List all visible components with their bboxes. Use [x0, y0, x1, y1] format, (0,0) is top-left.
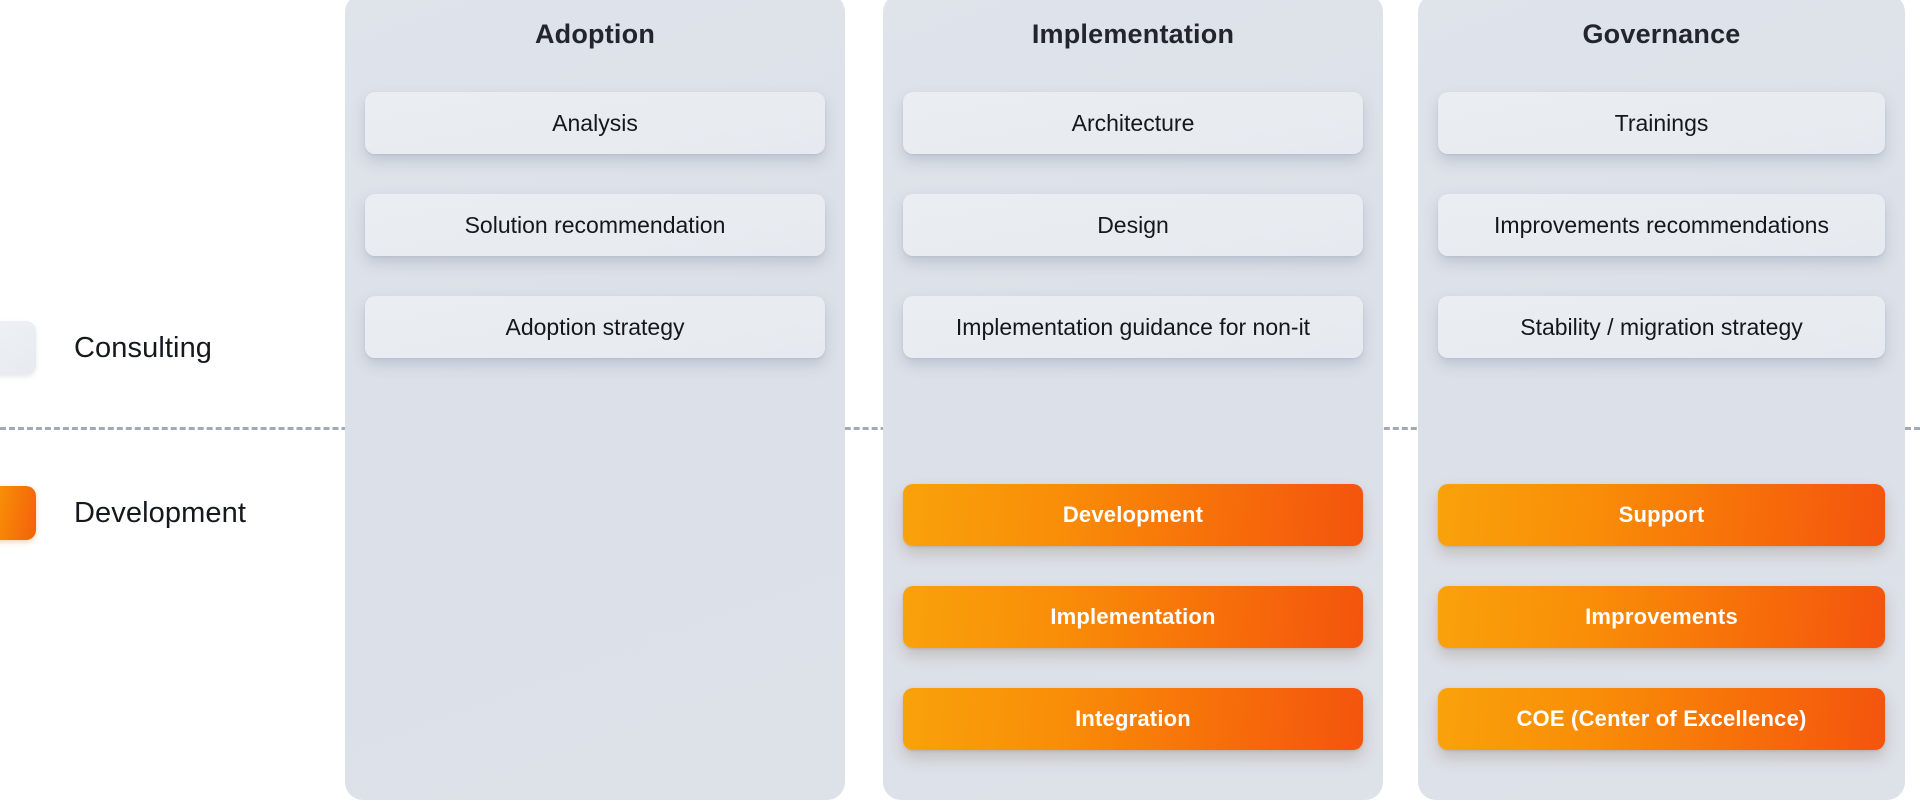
column-implementation: Implementation Architecture Design Imple…: [883, 0, 1383, 800]
card-governance-development-1[interactable]: Support: [1438, 484, 1885, 546]
card-implementation-development-2[interactable]: Implementation: [903, 586, 1363, 648]
card-implementation-development-3[interactable]: Integration: [903, 688, 1363, 750]
column-governance: Governance Trainings Improvements recomm…: [1418, 0, 1905, 800]
card-governance-development-3[interactable]: COE (Center of Excellence): [1438, 688, 1885, 750]
card-adoption-consulting-2[interactable]: Solution recommendation: [365, 194, 825, 256]
card-implementation-consulting-3[interactable]: Implementation guidance for non-it: [903, 296, 1363, 358]
column-title-implementation: Implementation: [1031, 19, 1235, 49]
card-adoption-consulting-1[interactable]: Analysis: [365, 92, 825, 154]
card-governance-development-2[interactable]: Improvements: [1438, 586, 1885, 648]
column-title-governance: Governance: [1582, 19, 1741, 49]
legend-swatch-consulting-icon: [0, 321, 36, 375]
legend-swatch-development-icon: [0, 486, 36, 540]
card-adoption-consulting-3[interactable]: Adoption strategy: [365, 296, 825, 358]
card-governance-consulting-2[interactable]: Improvements recommendations: [1438, 194, 1885, 256]
column-title-adoption: Adoption: [534, 19, 656, 49]
legend-label-consulting: Consulting: [74, 331, 213, 364]
card-implementation-consulting-1[interactable]: Architecture: [903, 92, 1363, 154]
card-governance-consulting-3[interactable]: Stability / migration strategy: [1438, 296, 1885, 358]
legend-item-development: Development: [0, 486, 246, 540]
column-adoption: Adoption Analysis Solution recommendatio…: [345, 0, 845, 800]
card-implementation-development-1[interactable]: Development: [903, 484, 1363, 546]
card-implementation-consulting-2[interactable]: Design: [903, 194, 1363, 256]
legend-label-development: Development: [74, 496, 246, 529]
legend-item-consulting: Consulting: [0, 321, 212, 375]
card-governance-consulting-1[interactable]: Trainings: [1438, 92, 1885, 154]
